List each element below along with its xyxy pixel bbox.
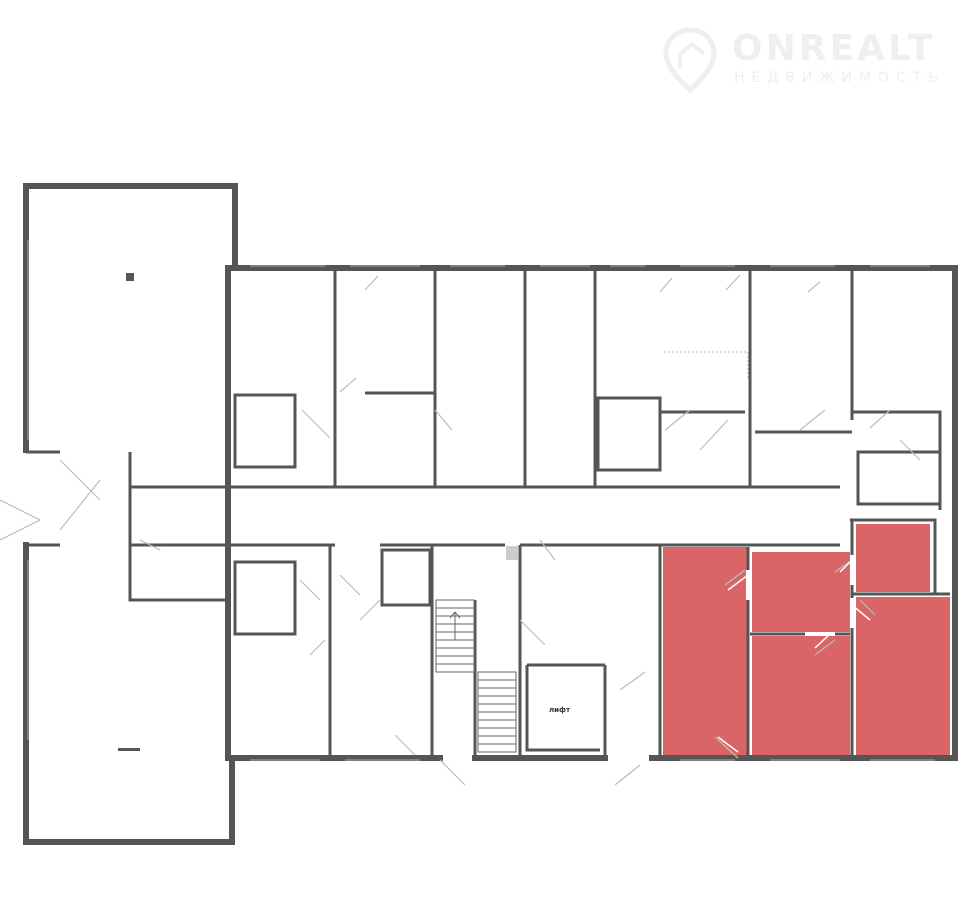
room-5[interactable]: [856, 597, 950, 755]
watermark-brand: ONREALT: [732, 28, 936, 69]
walls: [0, 183, 958, 845]
watermark-subtitle: недвижимость: [734, 70, 945, 86]
room-4[interactable]: [856, 524, 930, 592]
room-2[interactable]: [752, 552, 850, 632]
highlighted-apartment[interactable]: [663, 524, 950, 755]
staircase: [435, 599, 517, 753]
location-pin-house-icon: [663, 27, 717, 94]
elevator-label: лифт: [549, 706, 571, 714]
room-1[interactable]: [663, 547, 748, 755]
room-3[interactable]: [752, 636, 850, 755]
